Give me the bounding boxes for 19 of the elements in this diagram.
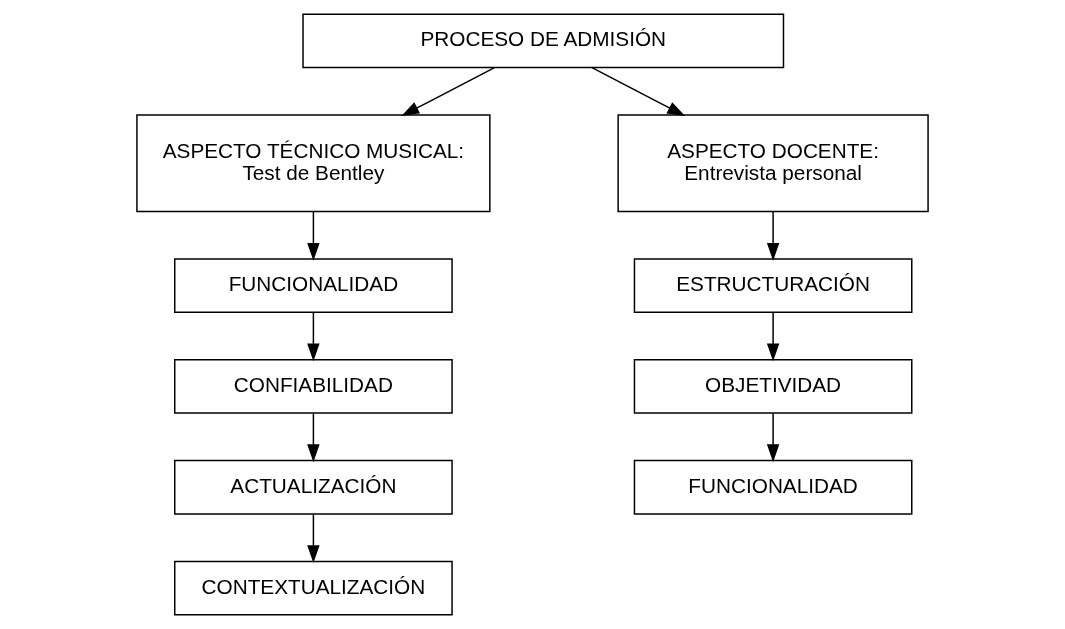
arrow <box>401 66 496 117</box>
arrow <box>766 211 780 261</box>
node-box: CONFIABILIDAD <box>174 359 453 414</box>
node-box: ACTUALIZACIÓN <box>174 459 453 515</box>
node-box: ESTRUCTURACIÓN <box>633 258 913 313</box>
arrow <box>307 312 320 362</box>
node-box: CONTEXTUALIZACIÓN <box>174 560 453 616</box>
node-box: OBJETIVIDAD <box>633 359 913 414</box>
arrow <box>307 513 320 563</box>
node-box: ASPECTO DOCENTE: Entrevista personal <box>617 114 929 213</box>
node-box: FUNCIONALIDAD <box>633 459 913 515</box>
arrow <box>307 211 320 261</box>
arrow <box>766 312 780 362</box>
arrow <box>307 412 320 463</box>
node-box: PROCESO DE ADMISIÓN <box>302 13 785 69</box>
node-box: ASPECTO TÉCNICO MUSICAL: Test de Bentley <box>136 114 491 213</box>
node-box: FUNCIONALIDAD <box>174 258 453 313</box>
arrow <box>766 412 780 463</box>
arrow <box>591 66 686 117</box>
